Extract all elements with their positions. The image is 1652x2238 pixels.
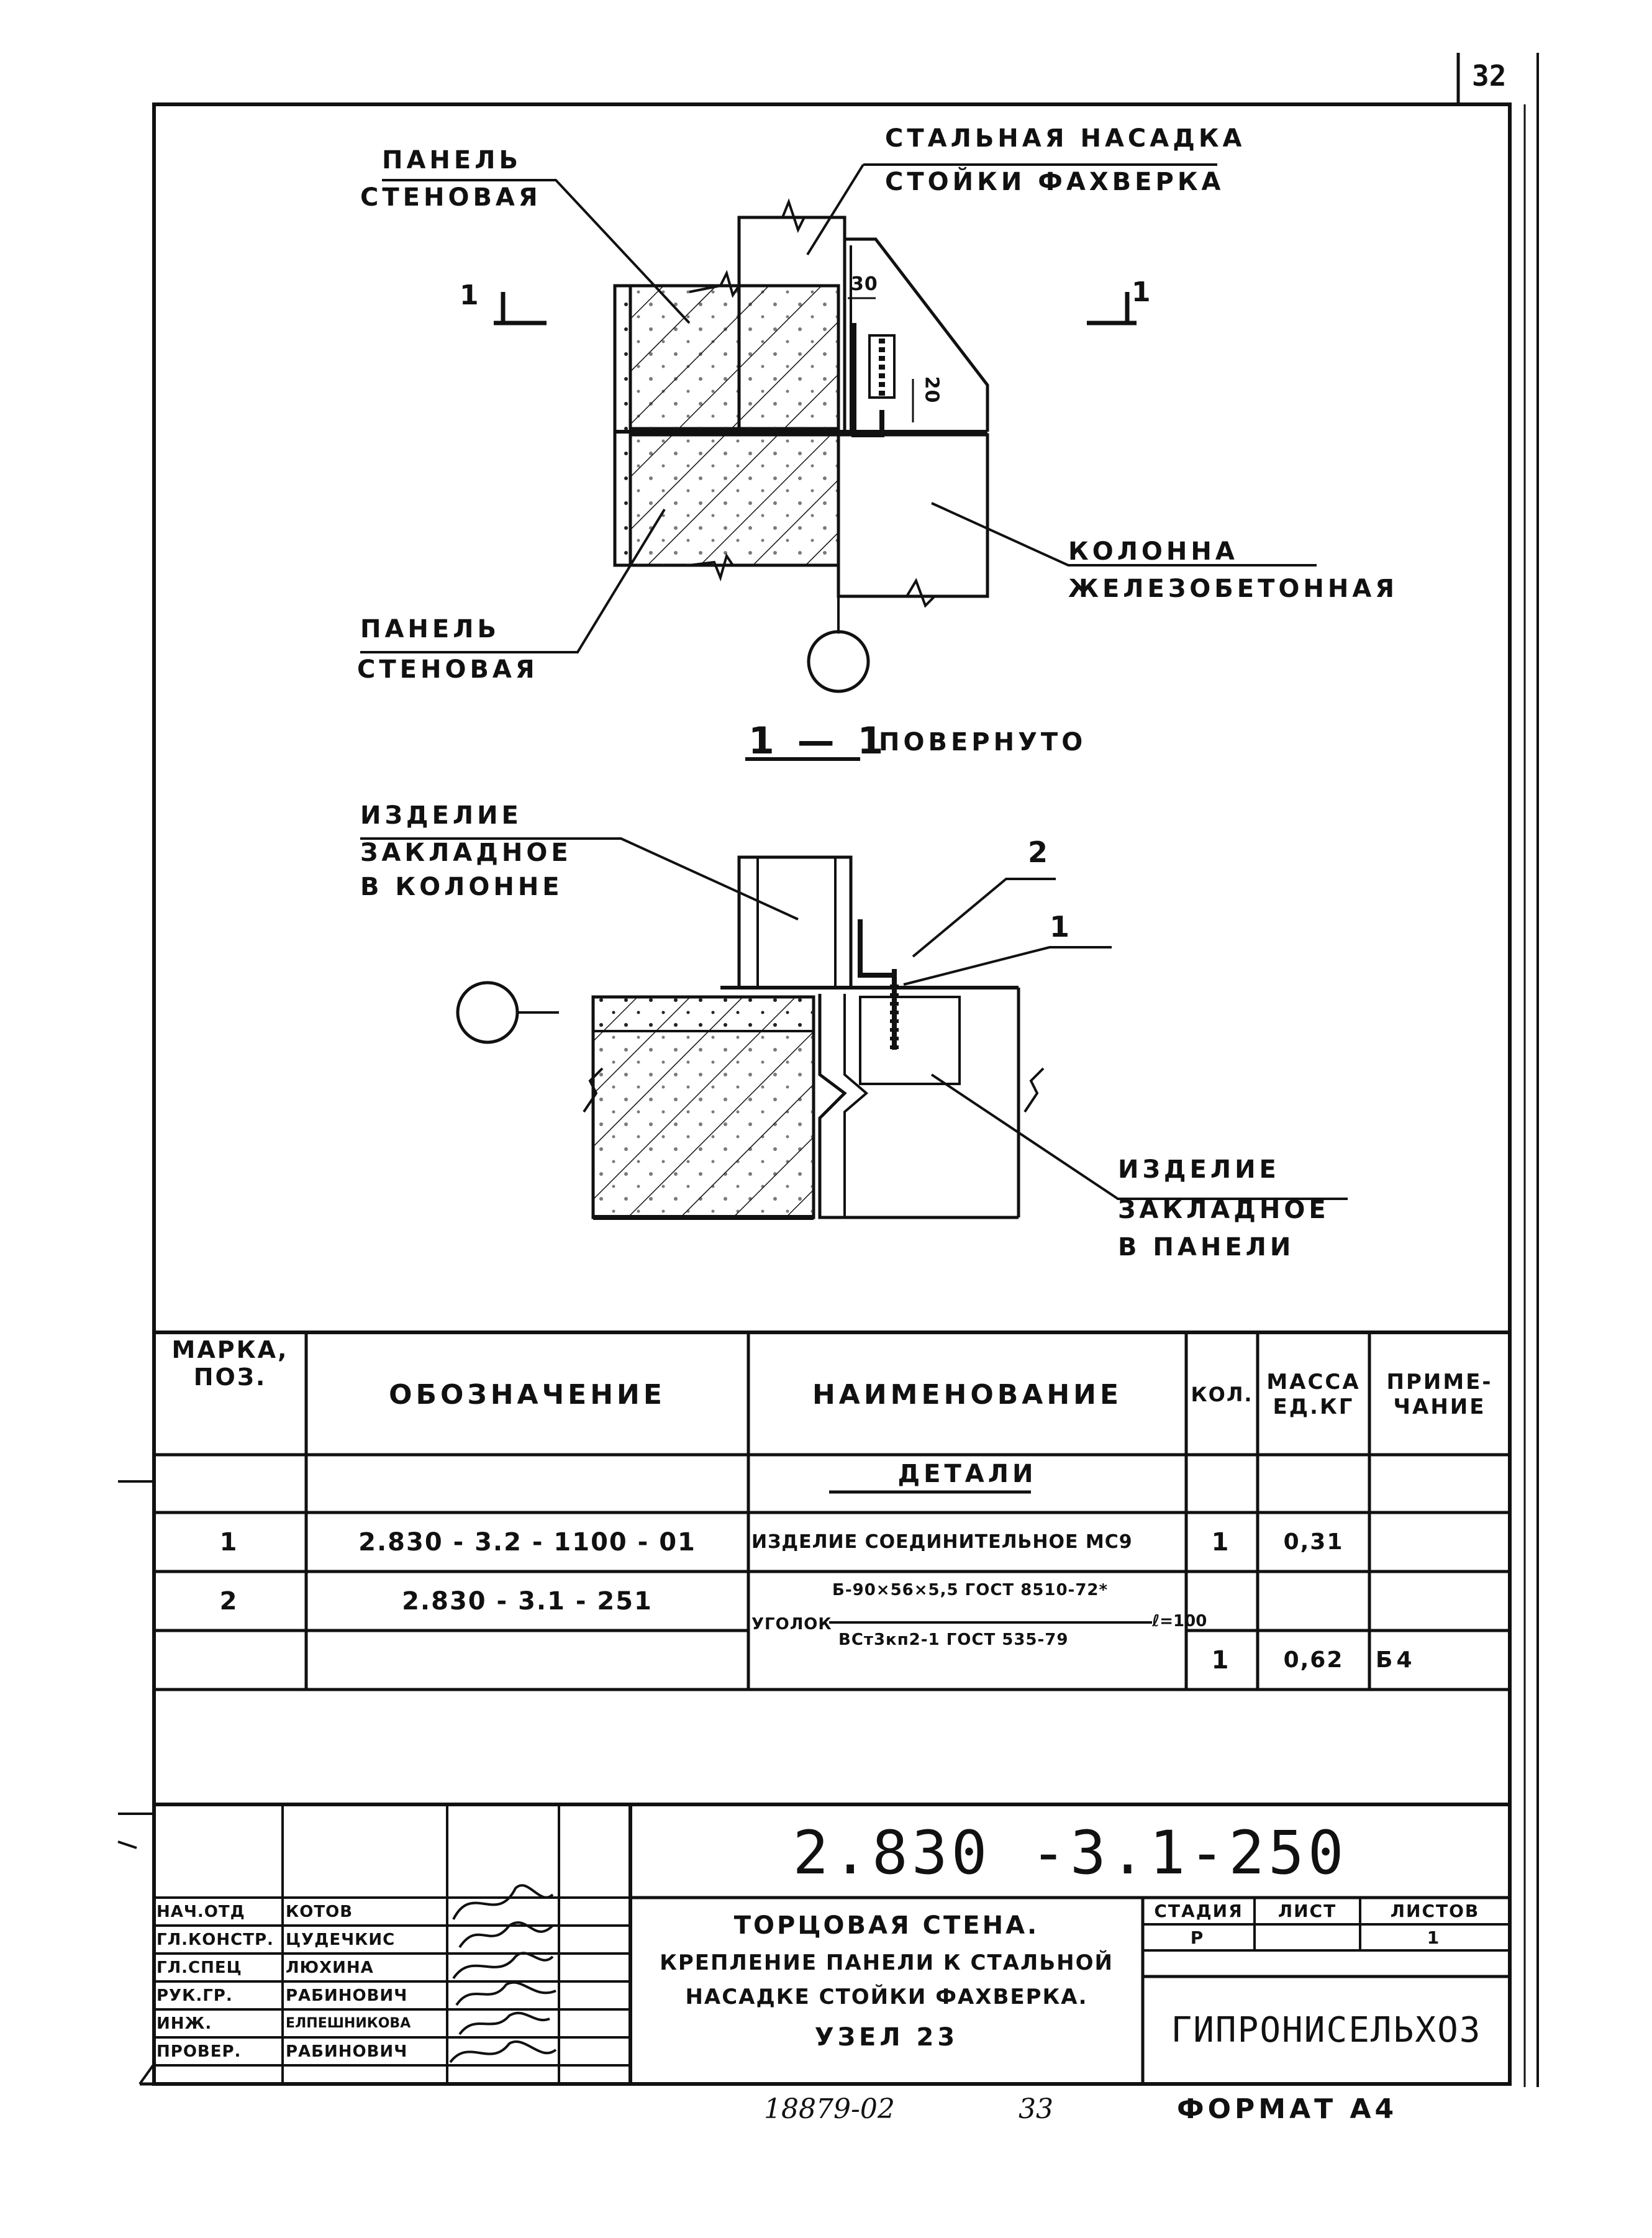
header-name: НАИМЕНОВАНИЕ	[812, 1378, 1123, 1411]
dimension-30: 30	[851, 273, 878, 295]
title-block-grid	[117, 1803, 1510, 2086]
page-number: 32	[1472, 59, 1507, 93]
organization: ГИПРОНИСЕЛЬХОЗ	[1171, 2010, 1482, 2050]
label-panel-top-1: ПАНЕЛЬ	[382, 146, 522, 175]
row1-designation: 2.830 - 3.2 - 1100 - 01	[358, 1527, 696, 1557]
leader-lines-section	[360, 837, 1348, 1200]
title-line-4: УЗЕЛ 23	[814, 2023, 959, 2052]
sheets-label: ЛИСТОВ	[1390, 1901, 1480, 1921]
header-mass: МАССА ЕД.КГ	[1258, 1335, 1369, 1453]
row1-mark: 1	[219, 1527, 241, 1557]
row2-mass: 0,62	[1283, 1647, 1344, 1673]
section-note: ПОВЕРНУТО	[879, 728, 1087, 757]
row1-note	[1369, 1512, 1510, 1572]
row2-name-prefix: УГОЛОК	[751, 1615, 832, 1634]
sheets-value: 1	[1427, 1927, 1443, 1948]
sheet-frame	[118, 53, 1539, 2087]
stage-value: Р	[1190, 1927, 1207, 1948]
section-mark-left: 1	[460, 280, 483, 311]
row1-name: ИЗДЕЛИЕ СОЕДИНИТЕЛЬНОЕ МС9	[751, 1531, 1133, 1553]
spec-table-grid	[154, 1331, 1510, 1691]
role-3: РУК.ГР.	[157, 1986, 233, 2005]
leader-lines-upper	[360, 163, 1317, 653]
label-panel-bottom-1: ПАНЕЛЬ	[360, 615, 500, 644]
signatures	[449, 1884, 557, 2063]
row1-mass: 0,31	[1283, 1529, 1344, 1555]
inventory-number: 18879-02	[764, 2093, 895, 2125]
row2-name-bottom: ВСт3кп2-1 ГОСТ 535-79	[838, 1631, 1069, 1649]
section-1-1	[456, 757, 1045, 1220]
label-steel-cap-2: СТОЙКИ ФАХВЕРКА	[885, 168, 1225, 196]
label-embed-panel-2: ЗАКЛАДНОЕ	[1118, 1196, 1330, 1224]
header-designation: ОБОЗНАЧЕНИЕ	[389, 1378, 666, 1411]
section-details: ДЕТАЛИ	[897, 1459, 1037, 1488]
header-mass-1: МАССА	[1266, 1370, 1361, 1394]
label-embed-column-2: ЗАКЛАДНОЕ	[360, 839, 572, 867]
section-title: 1 — 1	[748, 719, 889, 763]
label-panel-bottom-2: СТЕНОВАЯ	[357, 655, 538, 684]
role-2: ГЛ.СПЕЦ	[157, 1958, 242, 1977]
header-mass-2: ЕД.КГ	[1273, 1394, 1355, 1419]
header-mark: МАРКА, ПОЗ.	[154, 1335, 306, 1391]
position-1-label: 1	[1050, 910, 1074, 944]
stage-label: СТАДИЯ	[1154, 1901, 1243, 1921]
detail-plan	[494, 198, 1137, 693]
name-2: ЛЮХИНА	[286, 1958, 374, 1977]
label-steel-cap-1: СТАЛЬНАЯ НАСАДКА	[885, 124, 1246, 153]
row2-name-fraction-line	[829, 1621, 1152, 1624]
role-4: ИНЖ.	[157, 2014, 212, 2033]
name-0: КОТОВ	[286, 1902, 353, 1921]
row1-qty: 1	[1211, 1527, 1233, 1557]
label-embed-column-3: В КОЛОННЕ	[360, 873, 563, 901]
label-embed-column-1: ИЗДЕЛИЕ	[360, 801, 522, 830]
title-line-2: КРЕПЛЕНИЕ ПАНЕЛИ К СТАЛЬНОЙ	[660, 1950, 1114, 1975]
paper-format: ФОРМАТ А4	[1177, 2093, 1398, 2125]
dimension-20: 20	[920, 376, 943, 404]
row2-name-top: Б-90×56×5,5 ГОСТ 8510-72*	[832, 1581, 1109, 1599]
row2-qty: 1	[1211, 1645, 1233, 1675]
row2-mark: 2	[219, 1586, 241, 1616]
name-5: РАБИНОВИЧ	[286, 2042, 408, 2061]
document-number: 2.830 -3.1-250	[792, 1817, 1348, 1888]
row2-name-suffix: ℓ=100	[1152, 1612, 1207, 1631]
row2-note: Б4	[1376, 1647, 1416, 1673]
label-embed-panel-1: ИЗДЕЛИЕ	[1118, 1155, 1280, 1184]
header-note-2: ЧАНИЕ	[1393, 1394, 1486, 1419]
role-5: ПРОВЕР.	[157, 2042, 242, 2061]
role-0: НАЧ.ОТД	[157, 1902, 245, 1921]
section-mark-right: 1	[1132, 276, 1155, 308]
label-column-2: ЖЕЛЕЗОБЕТОННАЯ	[1068, 575, 1399, 603]
title-line-1: ТОРЦОВАЯ СТЕНА.	[733, 1911, 1040, 1940]
header-mark-2: ПОЗ.	[193, 1363, 267, 1391]
position-2-label: 2	[1028, 835, 1052, 869]
header-qty: КОЛ.	[1191, 1383, 1253, 1406]
row2-designation: 2.830 - 3.1 - 251	[402, 1586, 653, 1616]
title-line-3: НАСАДКЕ СТОЙКИ ФАХВЕРКА.	[685, 1985, 1088, 2009]
label-column-1: КОЛОННА	[1068, 537, 1238, 566]
name-1: ЦУДЕЧКИС	[286, 1930, 396, 1949]
label-panel-top-2: СТЕНОВАЯ	[360, 183, 542, 212]
footer-page: 33	[1019, 2093, 1053, 2125]
name-4: ЕЛПЕШНИКОВА	[286, 2016, 411, 2031]
label-embed-panel-3: В ПАНЕЛИ	[1118, 1233, 1295, 1262]
header-mark-1: МАРКА,	[171, 1336, 289, 1363]
header-note: ПРИМЕ- ЧАНИЕ	[1369, 1335, 1510, 1453]
name-3: РАБИНОВИЧ	[286, 1986, 408, 2005]
role-1: ГЛ.КОНСТР.	[157, 1930, 274, 1949]
sheet-label: ЛИСТ	[1278, 1901, 1337, 1921]
header-note-1: ПРИМЕ-	[1386, 1370, 1493, 1394]
sheet-value	[1255, 1924, 1360, 1950]
